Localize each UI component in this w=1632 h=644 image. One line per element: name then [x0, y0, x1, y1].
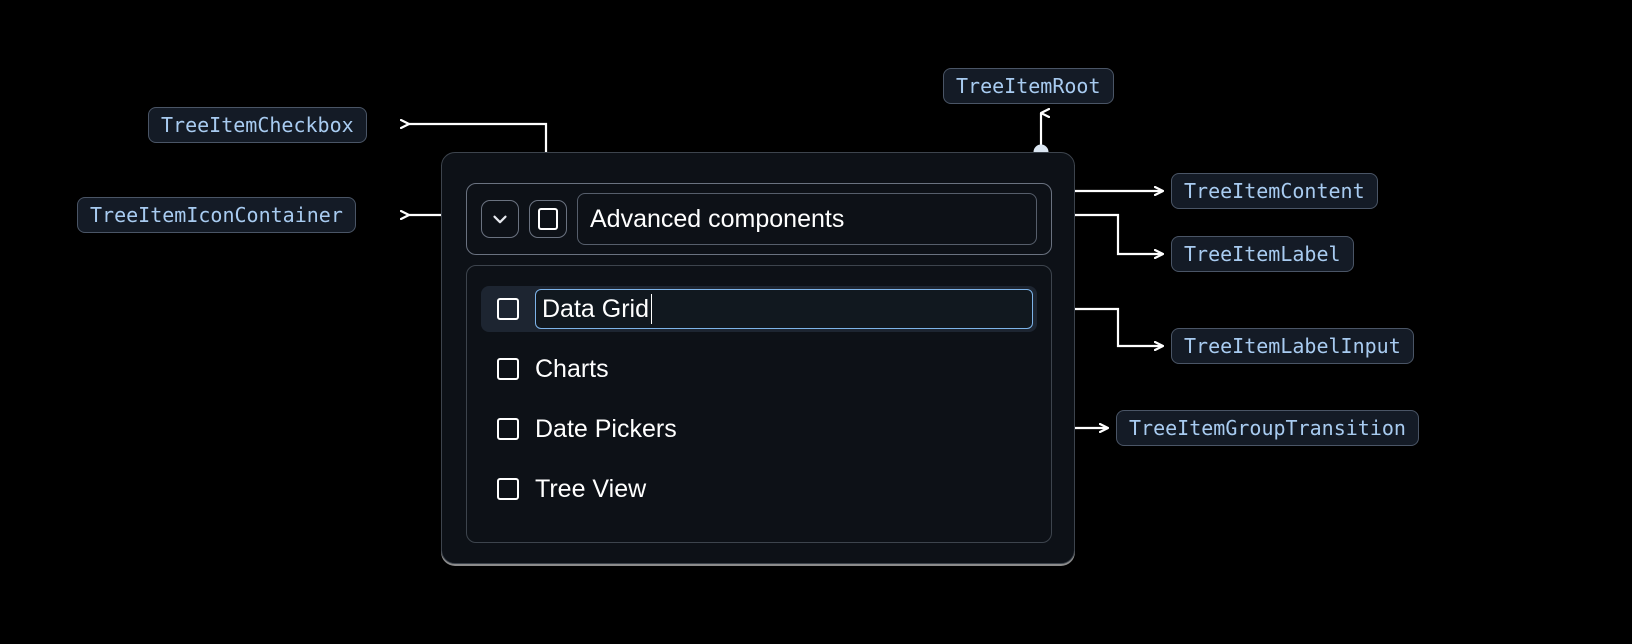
tree-item-label-text: Advanced components [590, 204, 845, 233]
annotation-chip-tree-item-checkbox: TreeItemCheckbox [148, 107, 367, 143]
tree-item-label-text: Charts [535, 354, 609, 383]
tree-item-row-data-grid[interactable]: Data Grid [481, 286, 1037, 332]
annotation-chip-tree-item-label: TreeItemLabel [1171, 236, 1354, 272]
checkbox-unchecked-icon[interactable] [497, 418, 519, 440]
chevron-down-icon [493, 215, 507, 224]
tree-item-checkbox[interactable] [529, 200, 567, 238]
checkbox-unchecked-icon[interactable] [497, 478, 519, 500]
tree-item-row-charts[interactable]: Charts [481, 346, 1037, 392]
tree-item-row-tree-view[interactable]: Tree View [481, 466, 1037, 512]
annotation-chip-tree-item-label-input: TreeItemLabelInput [1171, 328, 1414, 364]
tree-item-label[interactable]: Advanced components [577, 193, 1037, 245]
tree-item-icon-container[interactable] [481, 200, 519, 238]
annotation-chip-tree-item-icon-container: TreeItemIconContainer [77, 197, 356, 233]
checkbox-unchecked-icon [538, 208, 558, 230]
annotation-chip-tree-item-content: TreeItemContent [1171, 173, 1378, 209]
tree-item-group-transition: Data Grid Charts Date Pickers Tree View [466, 265, 1052, 543]
tree-item-label-text: Date Pickers [535, 414, 677, 443]
tree-item-label-input-value: Data Grid [542, 294, 649, 323]
annotation-chip-tree-item-root: TreeItemRoot [943, 68, 1114, 104]
checkbox-unchecked-icon[interactable] [497, 358, 519, 380]
tree-item-label-input[interactable]: Data Grid [535, 289, 1033, 329]
tree-item-content[interactable]: Advanced components [466, 183, 1052, 255]
text-caret [650, 294, 653, 324]
annotation-chip-tree-item-group-transition: TreeItemGroupTransition [1116, 410, 1419, 446]
checkbox-unchecked-icon[interactable] [497, 298, 519, 320]
tree-item-root[interactable]: Advanced components Data Grid Charts Dat… [441, 152, 1075, 564]
tree-item-row-date-pickers[interactable]: Date Pickers [481, 406, 1037, 452]
tree-item-label-text: Tree View [535, 474, 647, 503]
